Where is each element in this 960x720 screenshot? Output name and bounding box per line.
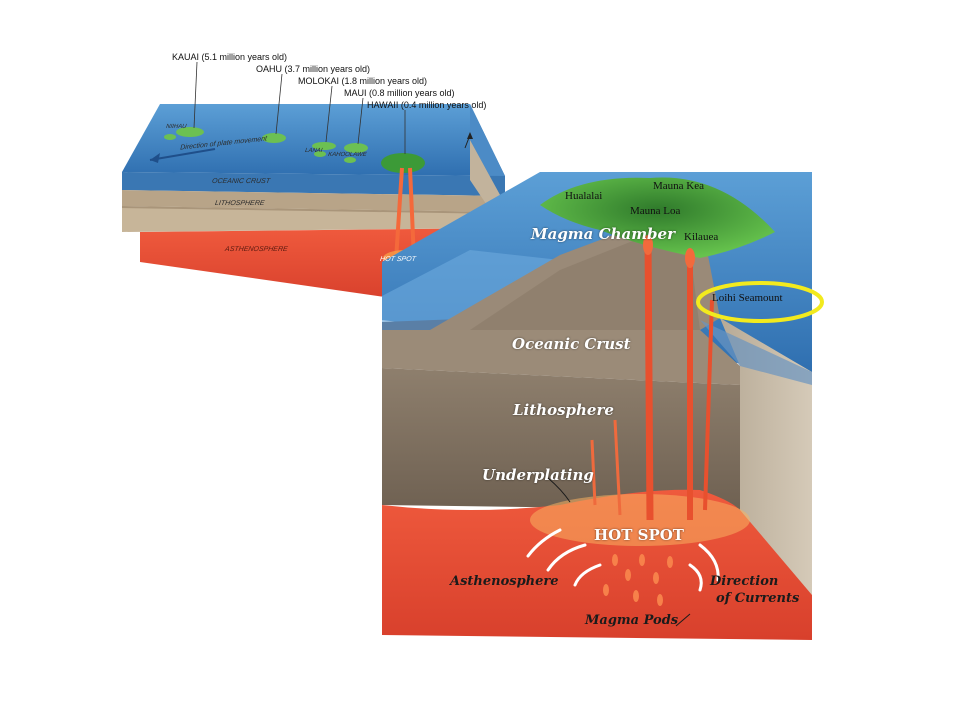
label-mauna-loa: Mauna Loa (630, 205, 681, 217)
label-hot-spot: HOT SPOT (594, 526, 684, 544)
label-small-lithosphere: LITHOSPHERE (214, 200, 265, 207)
current-arrow-5 (688, 563, 703, 592)
leader-oahu (275, 73, 283, 135)
small-island-lanai (314, 151, 326, 157)
current-arrow-3 (573, 563, 602, 587)
magma-pods-pointer (675, 613, 691, 627)
label-hualalai: Hualalai (565, 190, 603, 202)
small-island-hawaii (381, 153, 425, 173)
label-of-currents: of Currents (716, 591, 800, 606)
label-molokai-age: MOLOKAI (1.8 million years old) (298, 76, 428, 86)
loihi-highlight-ring (696, 281, 824, 323)
small-north-arrowhead (467, 132, 473, 139)
label-loihi-seamount: Loihi Seamount (712, 292, 783, 304)
plume-mauna-loa (644, 239, 654, 521)
small-plate-arrowhead (150, 153, 160, 163)
current-arrow-1 (526, 528, 562, 558)
label-lithosphere: Lithosphere (513, 401, 614, 419)
label-asthenosphere: Asthenosphere (450, 574, 559, 589)
current-arrows (526, 528, 720, 592)
big-island-hawaii (540, 177, 775, 258)
magma-chamber-mauna-loa (643, 235, 653, 255)
label-hawaii-age: HAWAII (0.4 million years old) (367, 100, 487, 110)
label-small-hot-spot: HOT SPOT (379, 256, 417, 263)
magma-pod (603, 584, 609, 596)
label-magma-chamber: Magma Chamber (531, 225, 675, 243)
small-island-kahoolawe (344, 157, 356, 163)
label-kilauea: Kilauea (684, 231, 719, 243)
leader-kauai (193, 61, 198, 129)
plume-minor-1 (613, 419, 622, 516)
large-block (382, 172, 812, 640)
label-kahoolawe: KAHOOLAWE (327, 152, 367, 158)
large-ocean-side (700, 320, 812, 385)
label-oahu-age: OAHU (3.7 million years old) (256, 64, 371, 74)
leader-molokai (325, 85, 333, 143)
hotspot-glow (530, 494, 750, 546)
label-oceanic-crust: Oceanic Crust (512, 335, 631, 353)
current-arrow-2 (546, 543, 587, 572)
magma-pod (653, 572, 659, 584)
small-island-oahu (262, 133, 286, 143)
leader-maui (357, 97, 364, 145)
small-lithosphere-band (122, 206, 505, 214)
small-island-maui (344, 143, 368, 153)
small-island-kauai (176, 127, 204, 137)
label-small-asthenosphere: ASTHENOSPHERE (224, 246, 289, 253)
magma-pod (625, 569, 631, 581)
magma-pods (603, 554, 673, 606)
small-ocean-surface (122, 104, 505, 176)
label-lanai: LANAI (304, 148, 323, 154)
label-small-oceanic-crust: OCEANIC CRUST (211, 178, 271, 185)
small-plate-arrow (149, 148, 216, 161)
label-kauai-age: KAUAI (5.1 million years old) (172, 52, 288, 62)
large-lithosphere (382, 368, 740, 510)
label-mauna-kea: Mauna Kea (653, 180, 705, 192)
label-underplating: Underplating (482, 466, 594, 484)
magma-pod (667, 556, 673, 568)
label-maui-age: MAUI (0.8 million years old) (344, 88, 455, 98)
small-island-niihau (164, 134, 176, 140)
current-arrow-4 (698, 543, 720, 582)
magma-pod (633, 590, 639, 602)
plume-minor-2 (590, 439, 597, 506)
magma-chamber-kilauea (685, 248, 695, 268)
small-island-molokai (312, 142, 336, 150)
magma-pod (657, 594, 663, 606)
underplating-pointer (547, 477, 571, 503)
magma-pod (612, 554, 618, 566)
label-magma-pods: Magma Pods (585, 613, 679, 628)
volcano-flank-shade (470, 238, 700, 330)
magma-pod (639, 554, 645, 566)
plume-loihi (703, 299, 714, 511)
label-direction: Direction (710, 574, 779, 589)
label-niihau: NIIHAU (165, 124, 187, 130)
